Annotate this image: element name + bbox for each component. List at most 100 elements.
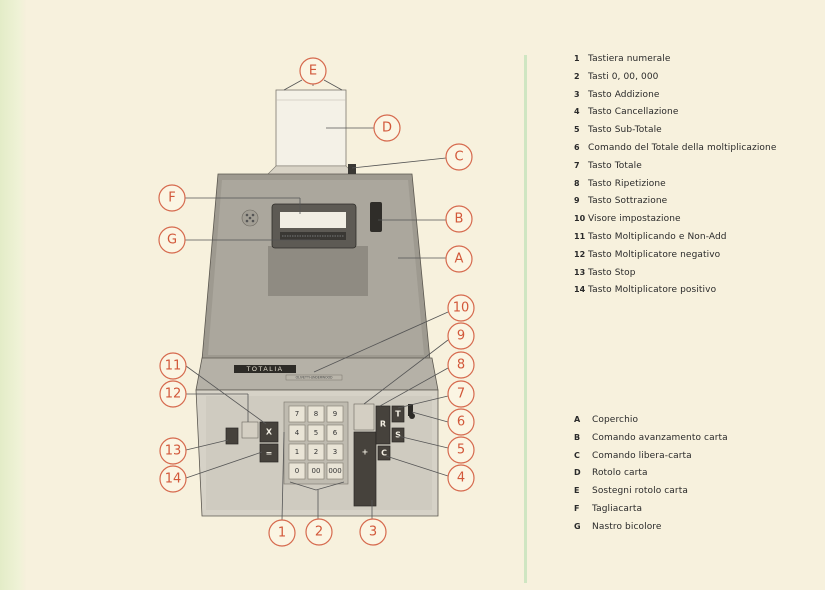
- callout-B: B: [445, 205, 473, 233]
- svg-text:D: D: [382, 121, 392, 136]
- key-6: [326, 424, 344, 442]
- total-key-label: T: [395, 410, 401, 419]
- callout-13: 13: [159, 437, 187, 465]
- function-keys: + R C T S: [353, 403, 415, 507]
- svg-text:6: 6: [457, 415, 465, 430]
- machine-cover: [201, 173, 431, 361]
- svg-text:12: 12: [165, 387, 182, 402]
- subtraction-key: [353, 403, 375, 431]
- key-4-label: 4: [295, 429, 300, 437]
- clear-key-label: C: [381, 449, 387, 458]
- key-8-label: 8: [314, 410, 318, 418]
- svg-text:7: 7: [457, 387, 465, 402]
- callout-F: F: [158, 184, 186, 212]
- key-9-label: 9: [333, 410, 337, 418]
- callout-3: 3: [359, 518, 387, 546]
- callout-5: 5: [447, 436, 475, 464]
- callout-10: 10: [447, 294, 475, 322]
- positive-multiplier-key-label: =: [266, 449, 273, 458]
- paper-roll: [265, 89, 357, 177]
- subtotal-key: [391, 427, 405, 443]
- key-0: [288, 462, 306, 480]
- left-function-keys: X =: [225, 421, 279, 463]
- svg-text:G: G: [167, 233, 177, 248]
- brand-plate: TOTALIA OLIVETTI-UNDERWOOD: [234, 365, 343, 381]
- brand-subtitle: OLIVETTI-UNDERWOOD: [296, 376, 333, 380]
- svg-text:14: 14: [165, 472, 182, 487]
- paper-advance-knob: [370, 202, 382, 232]
- svg-text:3: 3: [369, 525, 377, 540]
- key-1: [288, 443, 306, 461]
- stop-key: [225, 427, 239, 445]
- callout-12: 12: [159, 380, 187, 408]
- svg-text:10: 10: [453, 301, 470, 316]
- key-1-label: 1: [295, 448, 299, 456]
- callout-6: 6: [447, 408, 475, 436]
- svg-text:2: 2: [315, 525, 323, 540]
- brand-name: TOTALIA: [247, 366, 284, 373]
- svg-text:8: 8: [457, 358, 465, 373]
- multiplicand-key-label: X: [266, 428, 273, 437]
- callout-E: E: [299, 57, 327, 85]
- callout-4: 4: [447, 464, 475, 492]
- callout-11: 11: [159, 352, 187, 380]
- callout-1: 1: [268, 519, 296, 547]
- svg-text:1: 1: [278, 526, 286, 541]
- negative-multiplier-key: [241, 421, 259, 439]
- paper-release-lever: [348, 164, 356, 174]
- multiplicand-key: [259, 421, 279, 443]
- key-3: [326, 443, 344, 461]
- leader-lines: [184, 78, 449, 521]
- multiplication-total-knob: [409, 413, 415, 419]
- svg-text:13: 13: [165, 444, 182, 459]
- svg-text:A: A: [455, 252, 464, 267]
- callout-14: 14: [159, 465, 187, 493]
- key-2: [307, 443, 325, 461]
- key-000-label: 000: [328, 467, 341, 475]
- key-9: [326, 405, 344, 423]
- svg-text:9: 9: [457, 329, 465, 344]
- left-margin-tint: [0, 0, 26, 590]
- key-00: [307, 462, 325, 480]
- key-7: [288, 405, 306, 423]
- repeat-key-label: R: [380, 420, 386, 429]
- addition-key-label: +: [362, 448, 369, 457]
- key-6-label: 6: [333, 429, 338, 437]
- svg-text:4: 4: [457, 471, 465, 486]
- svg-text:B: B: [455, 212, 464, 227]
- callout-2: 2: [305, 518, 333, 546]
- key-5-label: 5: [314, 429, 318, 437]
- callout-9: 9: [447, 322, 475, 350]
- callouts: E D C F B G A 10 9 8 7 6 5 4 11 12 13 14…: [158, 57, 475, 547]
- callout-G: G: [158, 226, 186, 254]
- callout-D: D: [373, 114, 401, 142]
- svg-text:C: C: [454, 150, 463, 165]
- addition-key: [353, 431, 377, 507]
- repeat-key: [375, 405, 391, 445]
- callout-7: 7: [447, 380, 475, 408]
- callout-A: A: [445, 245, 473, 273]
- key-8: [307, 405, 325, 423]
- key-00-label: 00: [312, 467, 321, 475]
- vent-grille: [241, 209, 259, 227]
- print-carriage: [271, 203, 357, 249]
- total-key: [391, 405, 405, 423]
